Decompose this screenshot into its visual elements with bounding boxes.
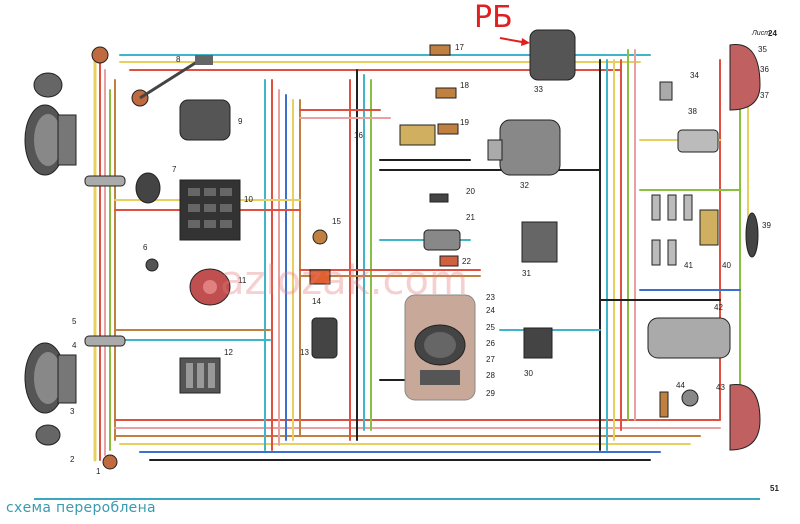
footer-divider [34, 498, 760, 500]
callout-33: 33 [534, 85, 543, 94]
sheet-number: 24 [768, 29, 777, 38]
switch-20 [429, 193, 449, 203]
callout-41: 41 [684, 261, 693, 270]
callout-3: 3 [70, 407, 75, 416]
switch-14 [309, 269, 331, 285]
connector-block-left-lower [84, 335, 126, 347]
sensor-34 [659, 81, 673, 101]
callout-13: 13 [300, 348, 309, 357]
callout-34: 34 [690, 71, 699, 80]
starter-32 [487, 119, 561, 176]
callout-42: 42 [714, 303, 723, 312]
callout-19: 19 [460, 118, 469, 127]
callout-4: 4 [72, 341, 77, 350]
side-lamp-top-left [33, 46, 109, 98]
callout-38: 38 [688, 107, 697, 116]
callout-8: 8 [176, 55, 181, 64]
callout-25: 25 [486, 323, 495, 332]
callout-26: 26 [486, 339, 495, 348]
switch-22 [439, 255, 459, 267]
connector-block-left-upper [84, 175, 126, 187]
sheet-label: Лист [752, 30, 771, 37]
callout-30: 30 [524, 369, 533, 378]
callout-43: 43 [716, 383, 725, 392]
regulator-12 [179, 357, 221, 394]
callout-7: 7 [172, 165, 177, 174]
callout-5: 5 [72, 317, 77, 326]
switch-17 [429, 44, 451, 56]
coil-13 [311, 317, 338, 359]
callout-1: 1 [96, 467, 101, 476]
callout-6: 6 [143, 243, 148, 252]
distributor-11 [189, 268, 231, 306]
headlamp-bottom-left [24, 342, 77, 414]
callout-28: 28 [486, 371, 495, 380]
regulator-33 [529, 29, 576, 81]
callout-11: 11 [238, 276, 247, 285]
sensor-43 [681, 389, 699, 407]
callout-15: 15 [332, 217, 341, 226]
callout-35: 35 [758, 45, 767, 54]
spark-plugs [651, 194, 693, 266]
fan-39 [745, 212, 759, 258]
callout-36: 36 [760, 65, 769, 74]
footer: схема переробленa 51 [0, 484, 800, 524]
callout-27: 27 [486, 355, 495, 364]
callout-17: 17 [455, 43, 464, 52]
callout-16: 16 [354, 131, 363, 140]
callout-37: 37 [760, 91, 769, 100]
relay-16 [399, 124, 436, 146]
lamp-bottom-right [729, 383, 761, 451]
callout-32: 32 [520, 181, 529, 190]
callout-23: 23 [486, 293, 495, 302]
switch-6 [145, 258, 159, 272]
callout-12: 12 [224, 348, 233, 357]
callout-44: 44 [676, 381, 685, 390]
side-lamp-bottom-left [35, 424, 118, 470]
callout-labels: 8 9 10 7 6 5 4 3 2 1 11 12 13 14 15 16 1… [70, 43, 771, 476]
instrument-cluster [404, 294, 476, 401]
sensor-15 [312, 229, 328, 245]
handwritten-rb-label: РБ [474, 0, 513, 35]
callout-21: 21 [466, 213, 475, 222]
callout-18: 18 [460, 81, 469, 90]
callout-24: 24 [486, 306, 495, 315]
sensor-44 [659, 391, 669, 418]
callout-9: 9 [238, 117, 243, 126]
footer-caption: схема переробленa [6, 500, 156, 516]
headlamp-top-left [24, 104, 77, 176]
coil-38 [677, 129, 719, 153]
callout-22: 22 [462, 257, 471, 266]
callout-20: 20 [466, 187, 475, 196]
switch-19 [437, 123, 459, 135]
callout-40: 40 [722, 261, 731, 270]
callout-29: 29 [486, 389, 495, 398]
sender-30 [523, 327, 553, 359]
fuse-block [179, 179, 241, 241]
callout-2: 2 [70, 455, 75, 464]
lamp-top-right [729, 44, 761, 111]
generator-42 [647, 317, 731, 359]
callout-31: 31 [522, 269, 531, 278]
page-number: 51 [770, 484, 779, 493]
relay-31 [521, 221, 558, 263]
callout-10: 10 [244, 195, 253, 204]
callout-39: 39 [762, 221, 771, 230]
ignition-switch-21 [423, 229, 461, 251]
distributor-40 [699, 209, 719, 246]
watermark-text: azlozak.com [220, 258, 468, 304]
horn [135, 172, 161, 204]
rb-arrow [499, 37, 530, 46]
switch-18 [435, 87, 457, 99]
callout-14: 14 [312, 297, 321, 306]
wiper-motor [131, 55, 231, 141]
